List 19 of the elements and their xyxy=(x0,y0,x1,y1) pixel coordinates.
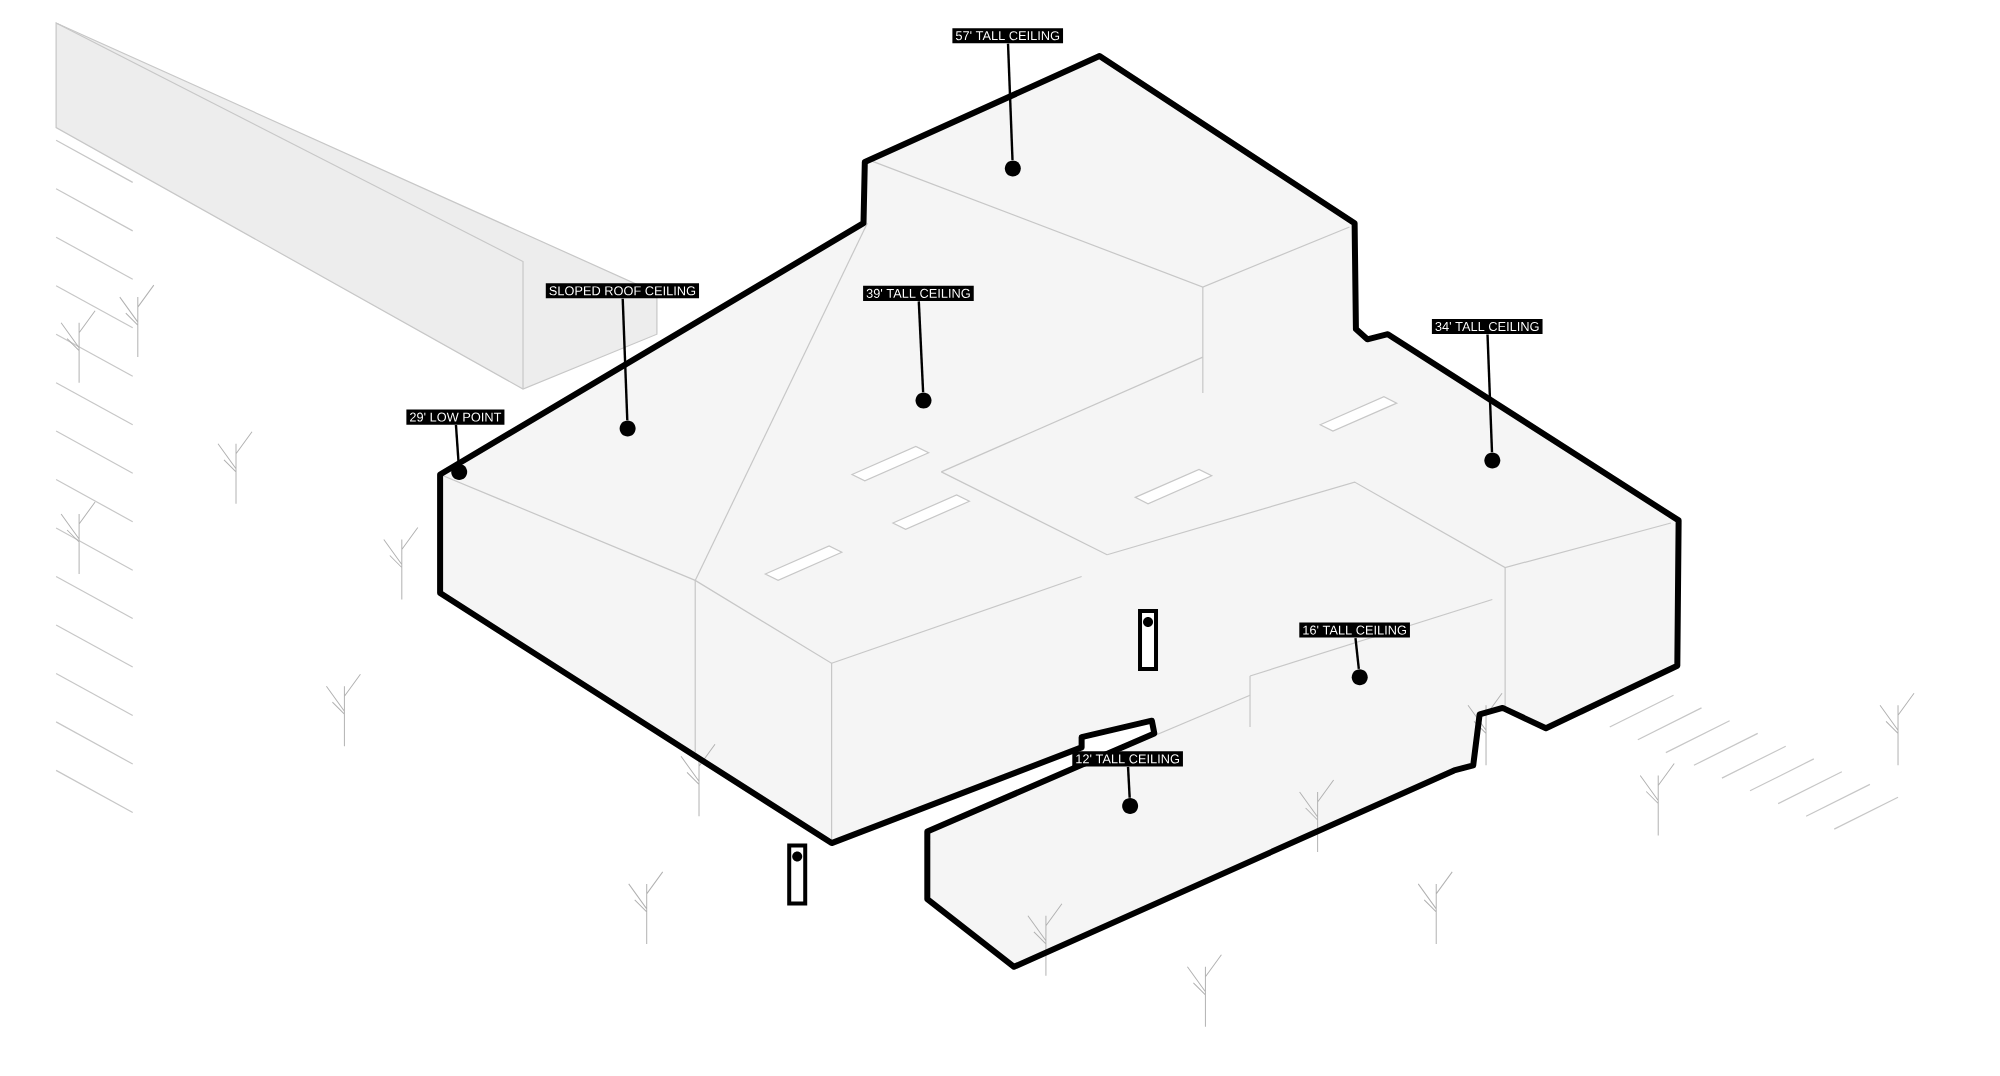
leader-dot xyxy=(1484,452,1501,469)
leader-line xyxy=(917,301,925,393)
leader-line xyxy=(1486,334,1494,453)
leader-line xyxy=(1126,766,1131,798)
ceiling-label: 12' TALL CEILING xyxy=(1072,751,1183,767)
ceiling-label: 57' TALL CEILING xyxy=(952,28,1064,44)
ceiling-label: SLOPED ROOF CEILING xyxy=(545,283,700,299)
ceiling-label: 29' LOW POINT xyxy=(406,409,505,425)
ceiling-label: 34' TALL CEILING xyxy=(1431,318,1543,334)
leader-line xyxy=(454,424,460,464)
leader-dot xyxy=(619,420,636,437)
leader-line xyxy=(621,298,629,421)
leader-dot xyxy=(915,392,932,409)
leader-dot xyxy=(1351,669,1368,686)
leader-dot xyxy=(1004,160,1021,177)
leader-dot xyxy=(1122,798,1139,815)
leader-line xyxy=(1006,43,1014,161)
leader-line xyxy=(1354,637,1360,670)
leader-dot xyxy=(451,463,468,480)
